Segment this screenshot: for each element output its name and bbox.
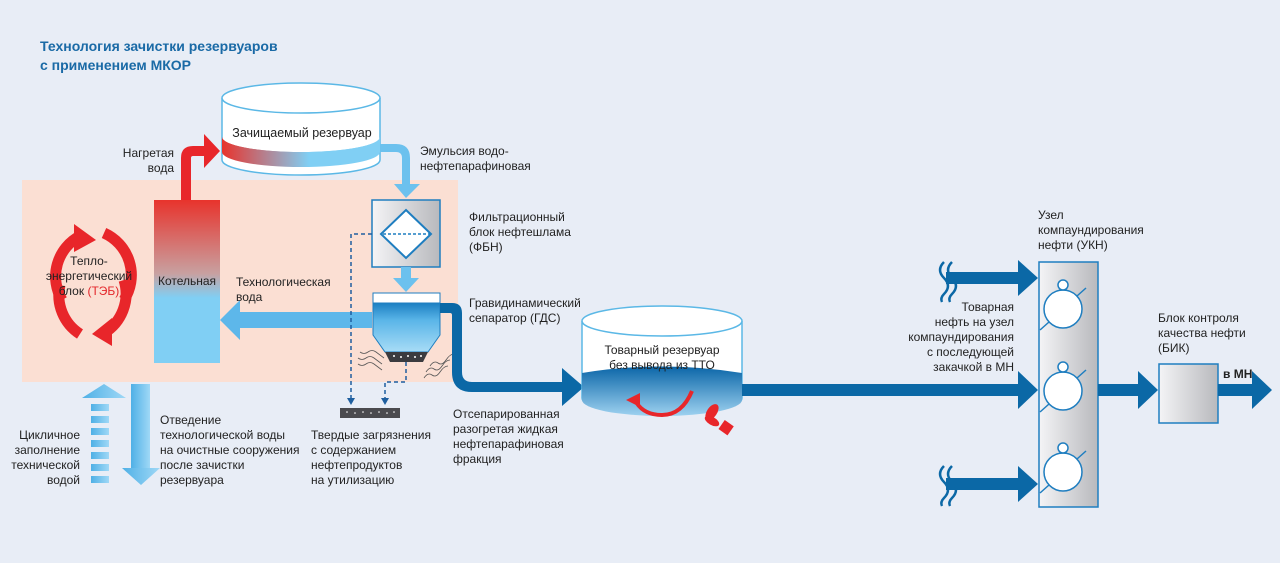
filter-to-separator-arrow xyxy=(393,267,419,292)
commodity-tank-label: Товарный резервуар без вывода из ТТО xyxy=(604,343,720,372)
propeller-mixer-icon xyxy=(704,404,734,436)
to-mn-arrow xyxy=(1218,371,1272,409)
dashed-arrow-heads xyxy=(347,398,389,405)
compounding-node-label: Узел компаундирования нефти (УКН) xyxy=(1038,208,1144,252)
page-title: Технология зачистки резервуаров с примен… xyxy=(40,38,278,73)
tech-water-arrow xyxy=(220,300,372,340)
commodity-oil-label: Товарная нефть на узел компаундирования … xyxy=(908,300,1014,374)
pump-icon[interactable] xyxy=(1039,442,1087,494)
cyclic-fill-arrow xyxy=(82,384,126,483)
cleaned-tank[interactable] xyxy=(221,82,381,176)
cyclic-fill-label: Цикличное заполнение технической водой xyxy=(11,428,80,487)
heated-water-arrow xyxy=(181,134,220,200)
pipe-break-icon xyxy=(938,261,958,507)
solid-waste-label: Твердые загрязнения с содержанием нефтеп… xyxy=(311,428,431,487)
separated-fraction-label: Отсепарированная разогретая жидкая нефте… xyxy=(453,407,564,466)
solid-waste-tray xyxy=(340,408,400,418)
boiler-column[interactable] xyxy=(154,200,220,363)
bottom-input-arrow xyxy=(946,466,1038,502)
gravidynamic-separator[interactable] xyxy=(372,292,441,362)
pump-icon[interactable] xyxy=(1039,279,1087,331)
top-input-arrow xyxy=(946,260,1038,296)
pump-icon[interactable] xyxy=(1039,361,1087,413)
heated-water-label: Нагретая вода xyxy=(122,146,174,175)
heat-waves-icon xyxy=(357,350,455,379)
water-discharge-arrow xyxy=(122,384,160,485)
to-mn-label: в МН xyxy=(1223,367,1253,381)
separated-fraction-arrow xyxy=(440,303,584,406)
solid-waste-dashed-lines xyxy=(350,233,407,398)
circulation-arrow-icon xyxy=(626,390,694,418)
emulsion-label: Эмульсия водо- нефтепарафиновая xyxy=(420,144,531,173)
water-discharge-label: Отведение технологической воды на очистн… xyxy=(160,413,300,487)
cleaned-tank-label: Зачищаемый резервуар xyxy=(232,126,372,140)
tech-water-label: Технологическая вода xyxy=(236,275,331,304)
separator-label: Гравидинамический сепаратор (ГДС) xyxy=(469,296,581,325)
filtration-block[interactable] xyxy=(371,199,441,268)
circular-arrow-heads xyxy=(74,224,112,346)
node-to-bik-arrow xyxy=(1098,371,1158,409)
commodity-tank[interactable] xyxy=(581,305,743,416)
quality-block-label: Блок контроля качества нефти (БИК) xyxy=(1158,311,1246,355)
teb-name: Тепло- энергетический блок xyxy=(45,254,133,298)
teb-label: Тепло- энергетический блок (ТЭБ) xyxy=(34,254,144,299)
commodity-oil-arrow xyxy=(742,371,1038,409)
filtration-block-label: Фильтрационный блок нефтешлама (ФБН) xyxy=(469,210,571,254)
boiler-label: Котельная xyxy=(157,274,217,288)
teb-abbr: (ТЭБ) xyxy=(87,284,120,298)
emulsion-arrow xyxy=(380,144,420,198)
quality-control-block[interactable] xyxy=(1158,363,1219,424)
circular-arrows-icon xyxy=(50,227,137,339)
